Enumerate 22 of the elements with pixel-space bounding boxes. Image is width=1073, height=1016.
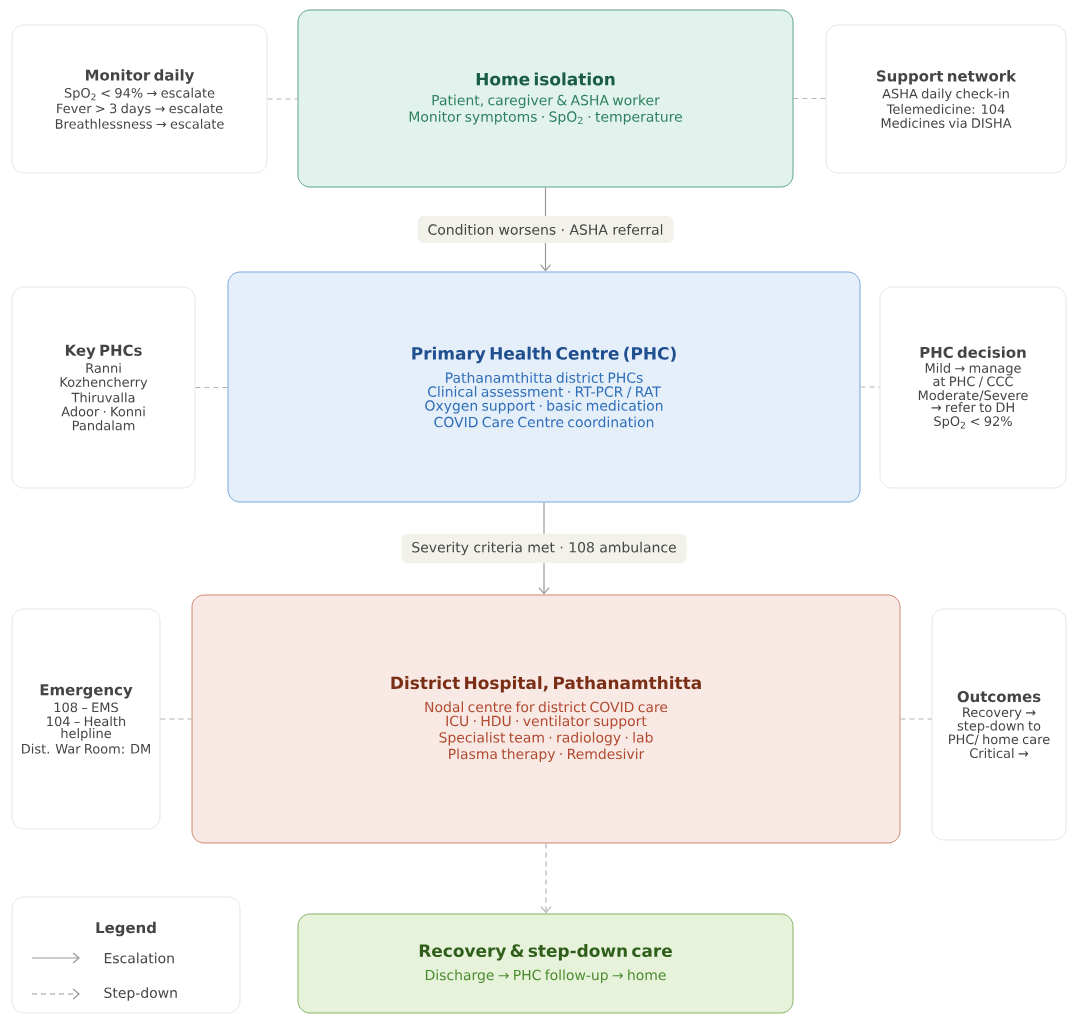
connector-line [899, 718, 933, 720]
side-note-box: Support network ASHA daily check-in Telemedicine: 104 Medicines via DISHA [825, 24, 1067, 174]
legend-title: Legend [96, 921, 156, 937]
arrow [540, 842, 552, 914]
legend-text: Escalation [104, 952, 174, 964]
process-box: Recovery & step-down care Discharge → PHC follow-up → home [297, 913, 794, 1014]
side-note-box: Outcomes Recovery → step-down to PHC/ home care Critical → [931, 608, 1067, 841]
connector-line [194, 386, 229, 389]
connector-line [792, 97, 827, 100]
process-box: Primary Health Centre (PHC) Pathanamthitta district PHCs Clinical assessment · RT-PCR / RAT Oxygen support · basic medication COVID Care Centre coordination [227, 271, 861, 503]
connector-line [859, 386, 881, 388]
connector-line [266, 98, 299, 100]
process-box: Home isolation Patient, caregiver & ASHA worker Monitor symptoms · SpO$_{2}$ · temperature [297, 9, 794, 188]
side-note-box: Monitor daily SpO$_{2}$ < 94% → escalate Fever > 3 days → escalate Breathlessness → escalate [11, 24, 268, 174]
process-box: District Hospital, Pathanamthitta Nodal centre for district COVID care ICU · HDU · ventilator support Specialist team · radiology · lab Plasma therapy · Remdesivir [191, 594, 901, 844]
side-note-box: Emergency 108 – EMS 104 – Health helpline Dist. War Room: DM [11, 608, 161, 830]
edge-label: Condition worsens · ASHA referral [417, 216, 674, 243]
side-note-box: PHC decision Mild → manage at PHC / CCC Moderate/Severe → refer to DH SpO$_{2}$ < 92% [879, 286, 1067, 489]
connector-line [159, 718, 193, 720]
side-note-box: Key PHCs Ranni Kozhencherry Thiruvalla Adoor · Konni Pandalam [11, 286, 196, 489]
edge-label: Severity criteria met · 108 ambulance [401, 533, 687, 564]
legend-text: Step-down [104, 987, 177, 1001]
